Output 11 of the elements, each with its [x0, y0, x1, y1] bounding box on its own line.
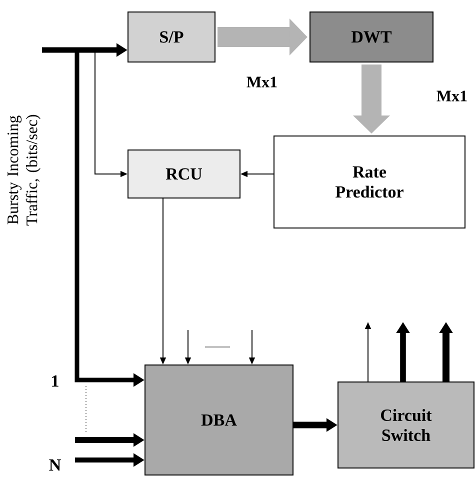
edge-label: Mx1: [435, 90, 469, 102]
block-box: Circuit Switch: [338, 382, 474, 468]
block-box: S/P: [128, 12, 216, 62]
block-box: DBA: [144, 364, 294, 476]
block-box: DWT: [310, 12, 434, 62]
input-label: 1: [52, 375, 58, 387]
edge-label: Mx1: [245, 76, 279, 88]
input-label: N: [49, 459, 61, 471]
block-box: RCU: [128, 150, 240, 198]
block-box: Rate Predictor: [274, 136, 466, 228]
axis-label: Bursty Incoming Traffic, (bits/sec): [8, 114, 40, 226]
